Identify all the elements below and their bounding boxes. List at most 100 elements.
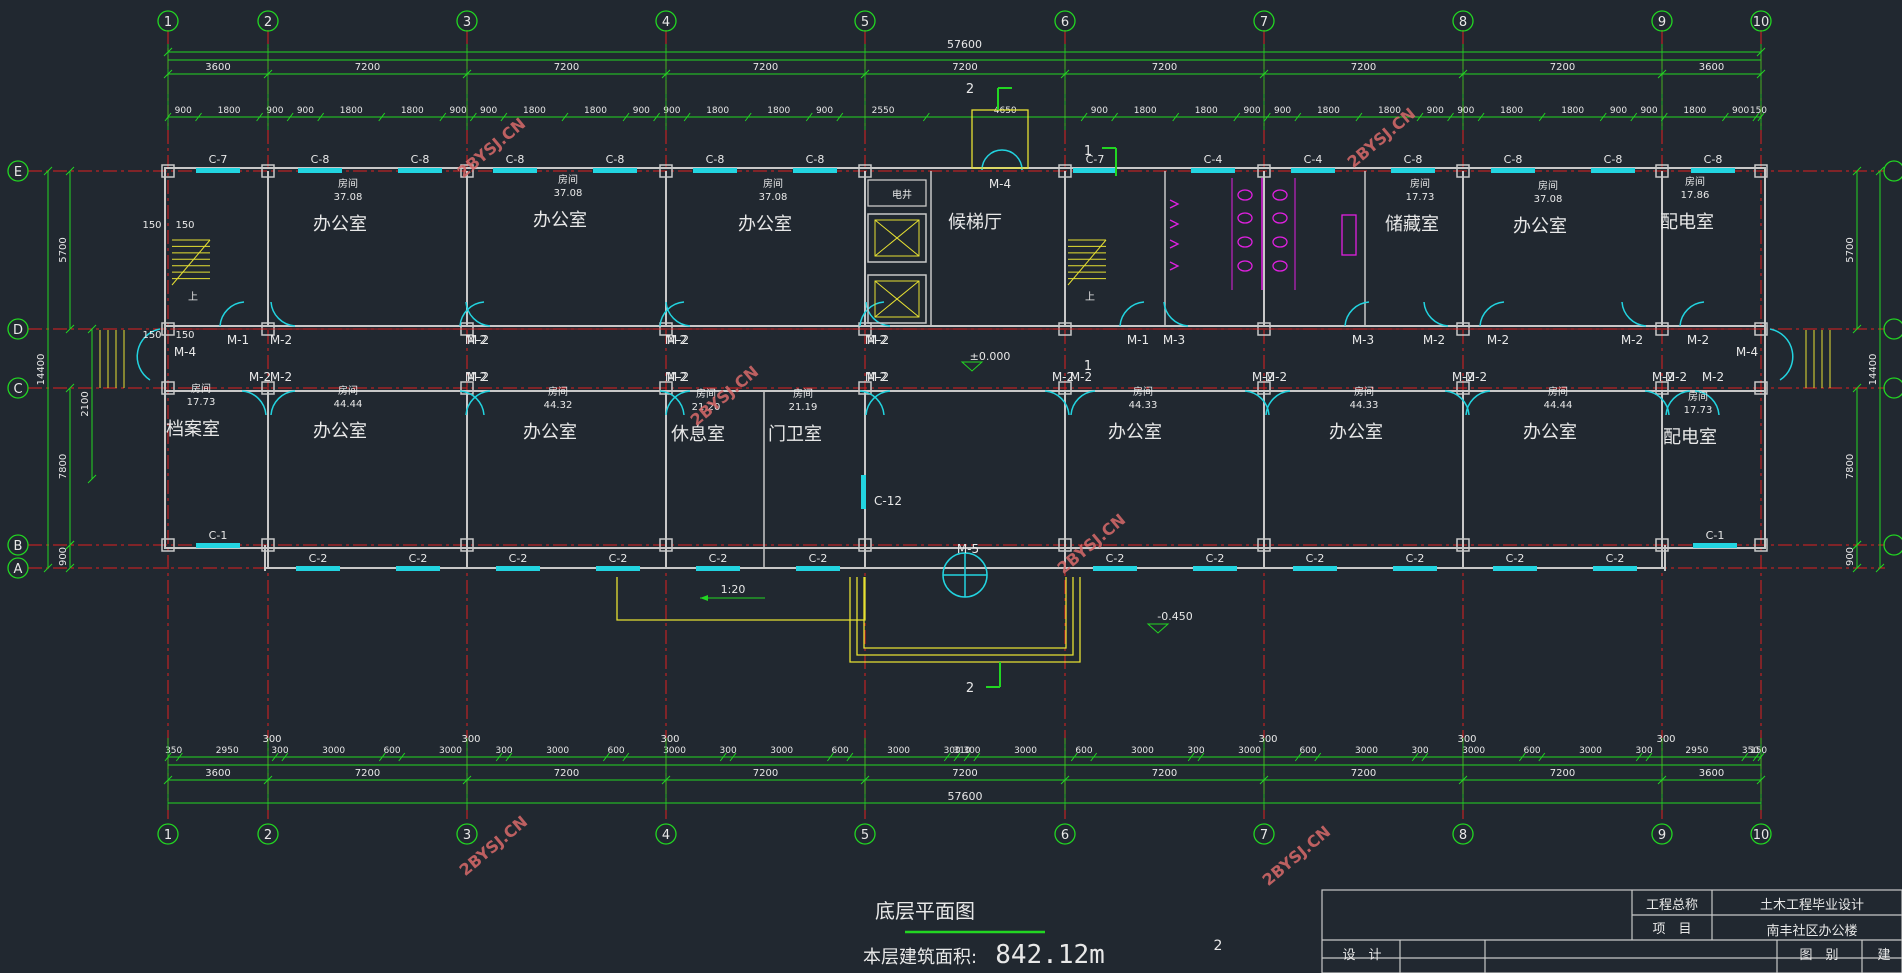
dimension-label: 900 bbox=[1610, 106, 1627, 116]
dimension-label: 7200 bbox=[1351, 62, 1376, 73]
door-label: M-2 bbox=[467, 333, 489, 347]
axis-bubble bbox=[655, 823, 677, 845]
dimension-label: 3600 bbox=[205, 62, 230, 73]
window bbox=[593, 168, 637, 173]
door-label: M-2 bbox=[1423, 333, 1445, 347]
dimension-label: 3600 bbox=[1699, 62, 1724, 73]
project-total-value: 土木工程毕业设计 bbox=[1760, 898, 1864, 913]
door-swing bbox=[1070, 390, 1096, 416]
window-label: C-2 bbox=[1406, 552, 1425, 565]
column bbox=[1456, 538, 1470, 552]
dimension-tick bbox=[1294, 112, 1302, 122]
door-label: M-5 bbox=[957, 542, 979, 556]
dimension-tick bbox=[1721, 112, 1729, 122]
dimension-tick bbox=[1875, 166, 1885, 176]
column bbox=[1257, 164, 1271, 178]
column bbox=[1058, 538, 1072, 552]
dimension-tick bbox=[1752, 112, 1760, 122]
column bbox=[1754, 538, 1768, 552]
dimension-label: 300 bbox=[660, 734, 679, 745]
dimension-tick bbox=[922, 112, 930, 122]
room-name: 配电室 bbox=[1660, 212, 1714, 233]
column bbox=[858, 538, 872, 552]
dimension-label: 2550 bbox=[872, 106, 895, 116]
elevator-shaft bbox=[867, 213, 927, 263]
axis-bubble bbox=[1054, 823, 1076, 845]
dimension-tick bbox=[65, 563, 75, 573]
door-label: M-2 bbox=[1665, 370, 1687, 384]
door-swing bbox=[465, 301, 491, 327]
door-swing bbox=[1163, 301, 1189, 327]
dimension-tick bbox=[846, 752, 854, 762]
dimension-label: 3000 bbox=[1462, 746, 1485, 756]
axis-bubble-label: 7 bbox=[1260, 828, 1268, 843]
window bbox=[196, 168, 240, 173]
dimension-label: 1800 bbox=[706, 106, 729, 116]
room-area: 44.44 bbox=[334, 399, 363, 410]
dimension-label: 7200 bbox=[1152, 768, 1177, 779]
dimension-label: 600 bbox=[832, 746, 849, 756]
watermark-text: 2BYSJ.CN bbox=[456, 812, 532, 880]
column bbox=[659, 538, 673, 552]
room-name: 门卫室 bbox=[768, 424, 822, 445]
axis-bubble-label: E bbox=[14, 165, 22, 180]
door-label: M-2 bbox=[249, 370, 271, 384]
dimension-tick bbox=[281, 752, 289, 762]
dimension-tick bbox=[286, 112, 294, 122]
door-swing bbox=[1665, 390, 1691, 416]
elevator-well bbox=[867, 179, 927, 207]
column bbox=[1257, 538, 1271, 552]
dimension-label: 600 bbox=[607, 746, 624, 756]
dimension-tick bbox=[1852, 540, 1862, 550]
dimension-tick bbox=[1752, 752, 1760, 762]
drawing-category-value: 建 bbox=[1877, 948, 1890, 963]
dimension-tick bbox=[805, 112, 813, 122]
toilet bbox=[1237, 260, 1253, 272]
dimension-label: 7200 bbox=[753, 62, 778, 73]
ramp-arrow-head bbox=[700, 595, 708, 601]
axis-bubble bbox=[1253, 823, 1275, 845]
axis-bubble bbox=[7, 318, 29, 340]
axis-bubble bbox=[655, 10, 677, 32]
door-swing bbox=[1119, 301, 1145, 327]
dimension-tick bbox=[1447, 112, 1454, 122]
window bbox=[296, 566, 340, 571]
window bbox=[1693, 543, 1737, 548]
dimension-tick bbox=[622, 112, 630, 122]
room-area: 21.19 bbox=[789, 402, 818, 413]
dimension-tick bbox=[953, 752, 961, 762]
door-label: M-2 bbox=[1252, 370, 1274, 384]
door-label: M-2 bbox=[270, 333, 292, 347]
axis-bubble bbox=[1883, 377, 1902, 399]
drawing-category-label: 图 别 bbox=[1799, 948, 1838, 963]
door-swing bbox=[270, 301, 296, 327]
dimension-tick bbox=[963, 752, 971, 762]
room-name: 办公室 bbox=[523, 422, 577, 443]
dimension-label: 2100 bbox=[80, 391, 91, 416]
window-label: C-2 bbox=[509, 552, 528, 565]
room-label-tag: 房间 bbox=[1688, 390, 1708, 403]
section-mark-label: 1 bbox=[1084, 144, 1092, 159]
dimension-tick bbox=[1411, 752, 1419, 762]
dimension-label: 900 bbox=[1274, 106, 1291, 116]
dimension-label: 900 bbox=[663, 106, 680, 116]
dimension-tick bbox=[43, 563, 53, 573]
dimension-tick bbox=[195, 112, 202, 122]
dimension-tick bbox=[256, 112, 264, 122]
room-name: 候梯厅 bbox=[948, 212, 1002, 233]
dimension-label: 3000 bbox=[887, 746, 910, 756]
dimension-label: 600 bbox=[383, 746, 400, 756]
dimension-label: 150 bbox=[142, 330, 161, 341]
dimension-label: 5700 bbox=[58, 237, 69, 262]
door-swing bbox=[465, 390, 491, 416]
room-area: 17.73 bbox=[1406, 192, 1435, 203]
dimension-tick bbox=[1741, 752, 1749, 762]
elevation-label: -0.450 bbox=[1157, 610, 1192, 623]
column bbox=[161, 164, 175, 178]
dimension-label: 900 bbox=[266, 106, 283, 116]
axis-bubble bbox=[1452, 10, 1474, 32]
door-label: M-2 bbox=[1052, 370, 1074, 384]
dimension-tick bbox=[43, 166, 53, 176]
room-name: 办公室 bbox=[1329, 422, 1383, 443]
elevator-car bbox=[874, 280, 920, 318]
